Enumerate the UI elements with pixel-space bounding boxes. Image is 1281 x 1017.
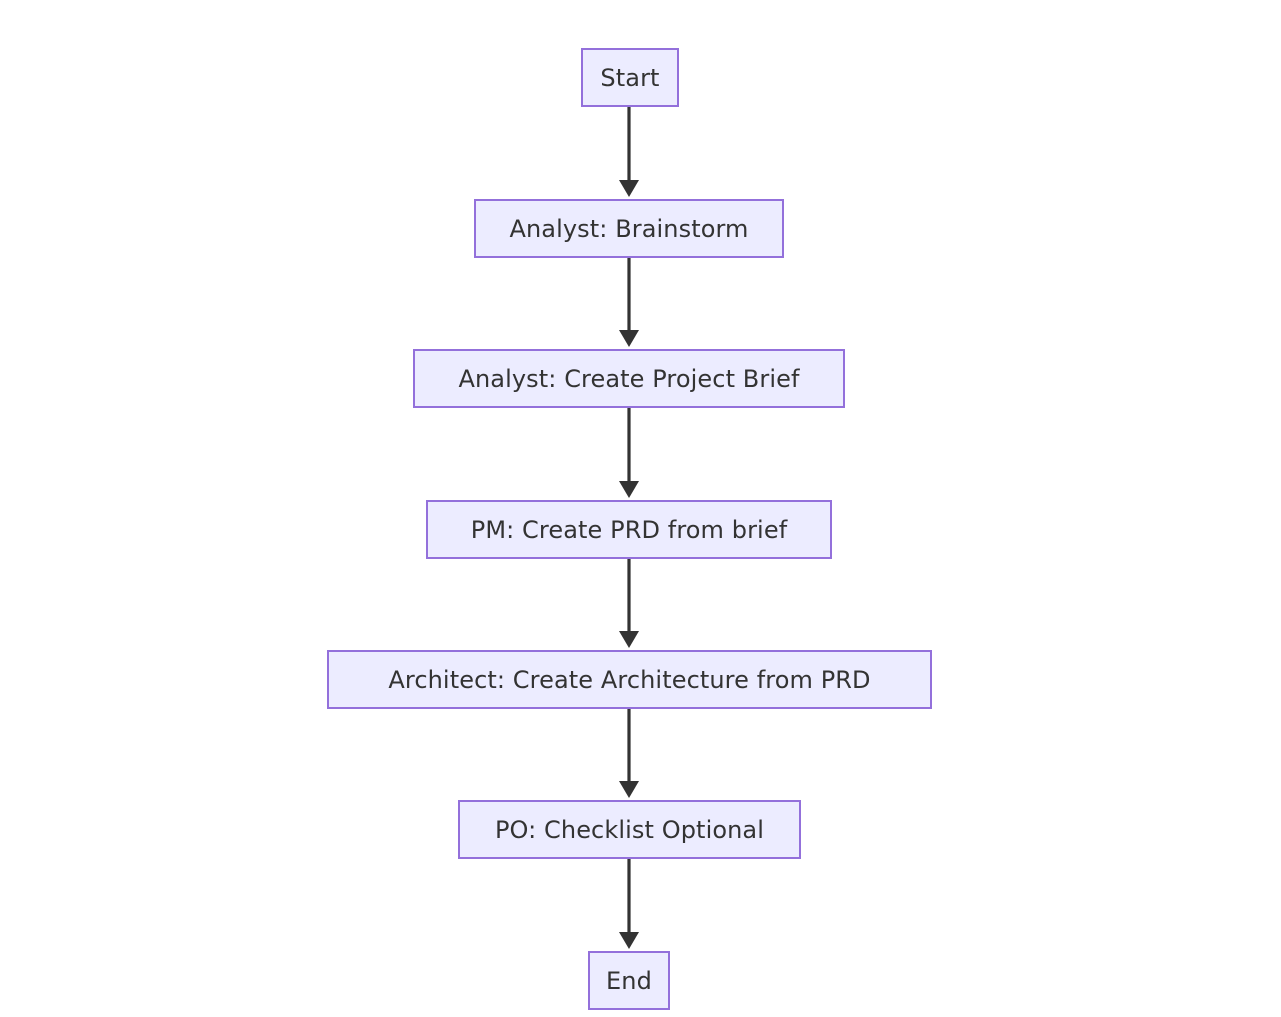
edge-arrowhead (619, 180, 639, 197)
edge-arrowhead (619, 932, 639, 949)
node-start[interactable]: Start (581, 48, 679, 107)
node-analyst-brainstorm[interactable]: Analyst: Brainstorm (474, 199, 784, 258)
node-label-po-checklist-optional: PO: Checklist Optional (494, 815, 765, 844)
edge-pm-create-prd-from-brief-to-architect-create-architecture-from-prd (619, 559, 639, 648)
node-label-pm-create-prd-from-brief: PM: Create PRD from brief (470, 515, 788, 544)
edge-arrowhead (619, 781, 639, 798)
edge-start-to-analyst-brainstorm (619, 107, 639, 197)
edge-architect-create-architecture-from-prd-to-po-checklist-optional (619, 709, 639, 798)
node-analyst-create-project-brief[interactable]: Analyst: Create Project Brief (413, 349, 845, 408)
edge-arrowhead (619, 330, 639, 347)
edge-arrowhead (619, 631, 639, 648)
node-label-architect-create-architecture-from-prd: Architect: Create Architecture from PRD (388, 665, 871, 694)
node-label-analyst-brainstorm: Analyst: Brainstorm (509, 214, 749, 243)
node-label-start: Start (600, 63, 660, 92)
node-label-end: End (606, 966, 652, 995)
node-pm-create-prd-from-brief[interactable]: PM: Create PRD from brief (426, 500, 832, 559)
node-architect-create-architecture-from-prd[interactable]: Architect: Create Architecture from PRD (327, 650, 932, 709)
edge-analyst-create-project-brief-to-pm-create-prd-from-brief (619, 408, 639, 498)
edge-po-checklist-optional-to-end (619, 859, 639, 949)
node-end[interactable]: End (588, 951, 670, 1010)
edge-analyst-brainstorm-to-analyst-create-project-brief (619, 258, 639, 347)
node-label-analyst-create-project-brief: Analyst: Create Project Brief (458, 364, 800, 393)
node-po-checklist-optional[interactable]: PO: Checklist Optional (458, 800, 801, 859)
edge-arrowhead (619, 481, 639, 498)
